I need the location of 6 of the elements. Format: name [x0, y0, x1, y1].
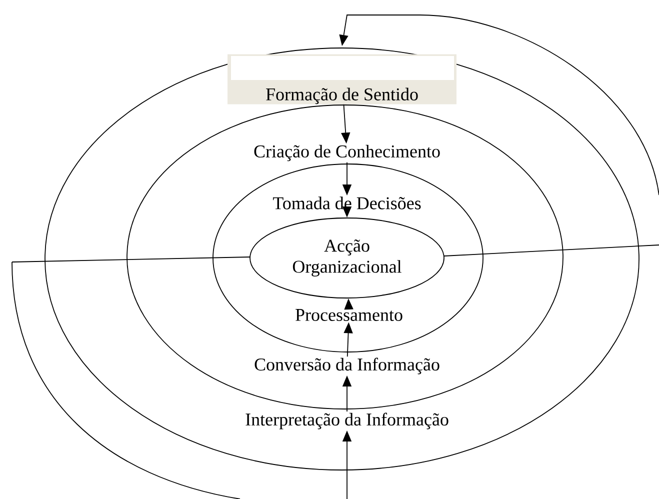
stage-label: Interpretação da Informação	[246, 412, 448, 430]
shaded-box: Formação de Sentido	[228, 54, 456, 104]
stage-label: Conversão da Informação	[254, 358, 440, 374]
stage-label: Processamento	[296, 309, 402, 321]
stage-label: Criação de Conhecimento	[254, 144, 440, 162]
arrow	[339, 14, 659, 196]
